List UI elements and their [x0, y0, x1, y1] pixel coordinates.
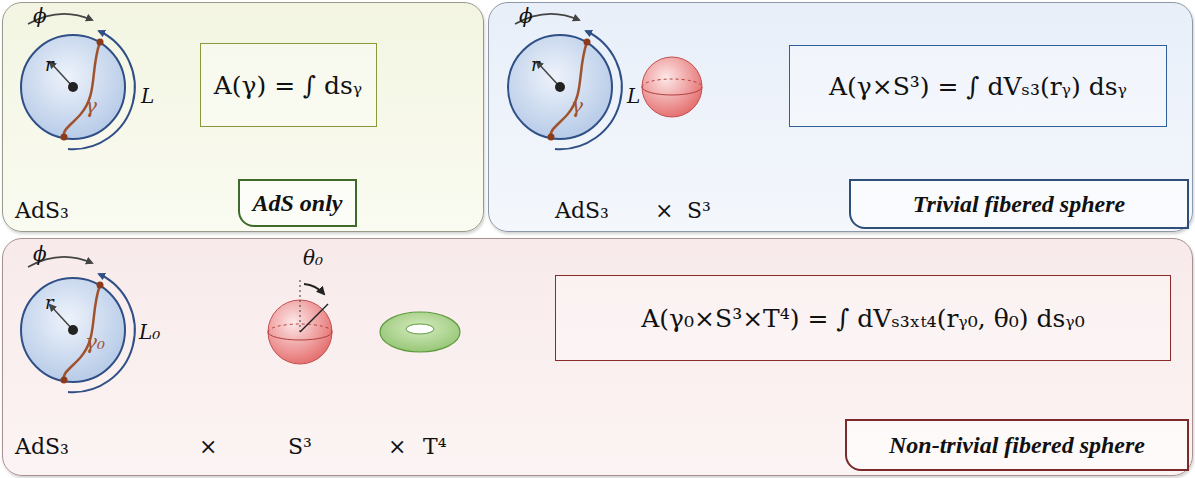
figure-label: S³: [687, 199, 711, 223]
figure-label: L: [141, 85, 154, 107]
formula-box: A(γ₀×S³×T⁴) = ∫ dVₛ₃ₓₜ₄(rᵧ₀, θ₀) dsᵧ₀: [555, 275, 1171, 361]
tag-text: AdS only: [252, 190, 342, 217]
figure-label: r: [45, 55, 54, 75]
formula-box: A(γ) = ∫ dsᵧ: [200, 43, 377, 127]
figure-label: L₀: [139, 321, 160, 343]
sphere-s3: [268, 280, 332, 364]
figure-label: ×: [388, 435, 406, 459]
figure-label: r: [45, 293, 54, 313]
ads-disk: [21, 14, 135, 149]
figure-label: ×: [199, 435, 217, 459]
panel: ϕ r γ L AdS₃ × S³ A(γ×S³) = ∫ dVₛ₃(rᵧ) dsᵧTrivi…: [488, 2, 1193, 232]
figure-label: ϕ: [33, 243, 47, 265]
tag-text: Non-trivial fibered sphere: [889, 432, 1145, 459]
panel: ϕ r θ₀ γ₀ L₀ AdS₃ × S³ × T⁴ A(γ₀×S³×T⁴) = ∫ dVₛ₃ₓₜ…: [2, 238, 1193, 476]
figure-label: AdS₃: [555, 199, 609, 223]
formula-text: A(γ) = ∫ dsᵧ: [214, 71, 363, 100]
tag-box: Non-trivial fibered sphere: [845, 419, 1189, 471]
figure-label: L: [627, 85, 640, 107]
figure-label: AdS₃: [15, 435, 69, 459]
formula-text: A(γ₀×S³×T⁴) = ∫ dVₛ₃ₓₜ₄(rᵧ₀, θ₀) dsᵧ₀: [641, 304, 1084, 333]
tag-box: Trivial fibered sphere: [849, 179, 1189, 229]
formula-text: A(γ×S³) = ∫ dVₛ₃(rᵧ) dsᵧ: [829, 72, 1127, 101]
tag-box: AdS only: [238, 179, 357, 227]
figure-label: ×: [655, 199, 673, 223]
figure-label: θ₀: [303, 247, 323, 269]
figure-label: S³: [288, 435, 312, 459]
formula-box: A(γ×S³) = ∫ dVₛ₃(rᵧ) dsᵧ: [789, 45, 1167, 127]
figure-label: ϕ: [519, 5, 533, 27]
figure-label: γ₀: [85, 331, 105, 353]
panel: ϕ r γ L AdS₃ A(γ) = ∫ dsᵧAdS only: [2, 2, 484, 232]
figure-label: ϕ: [33, 5, 47, 27]
figure-label: AdS₃: [15, 199, 69, 223]
figure-label: r: [531, 55, 540, 75]
tag-text: Trivial fibered sphere: [913, 191, 1125, 218]
figure-label: γ: [85, 95, 97, 117]
torus-t4: [380, 312, 460, 352]
figure-label: T⁴: [423, 435, 447, 459]
figure-label: γ: [571, 95, 583, 117]
sphere-s3: [642, 57, 702, 117]
